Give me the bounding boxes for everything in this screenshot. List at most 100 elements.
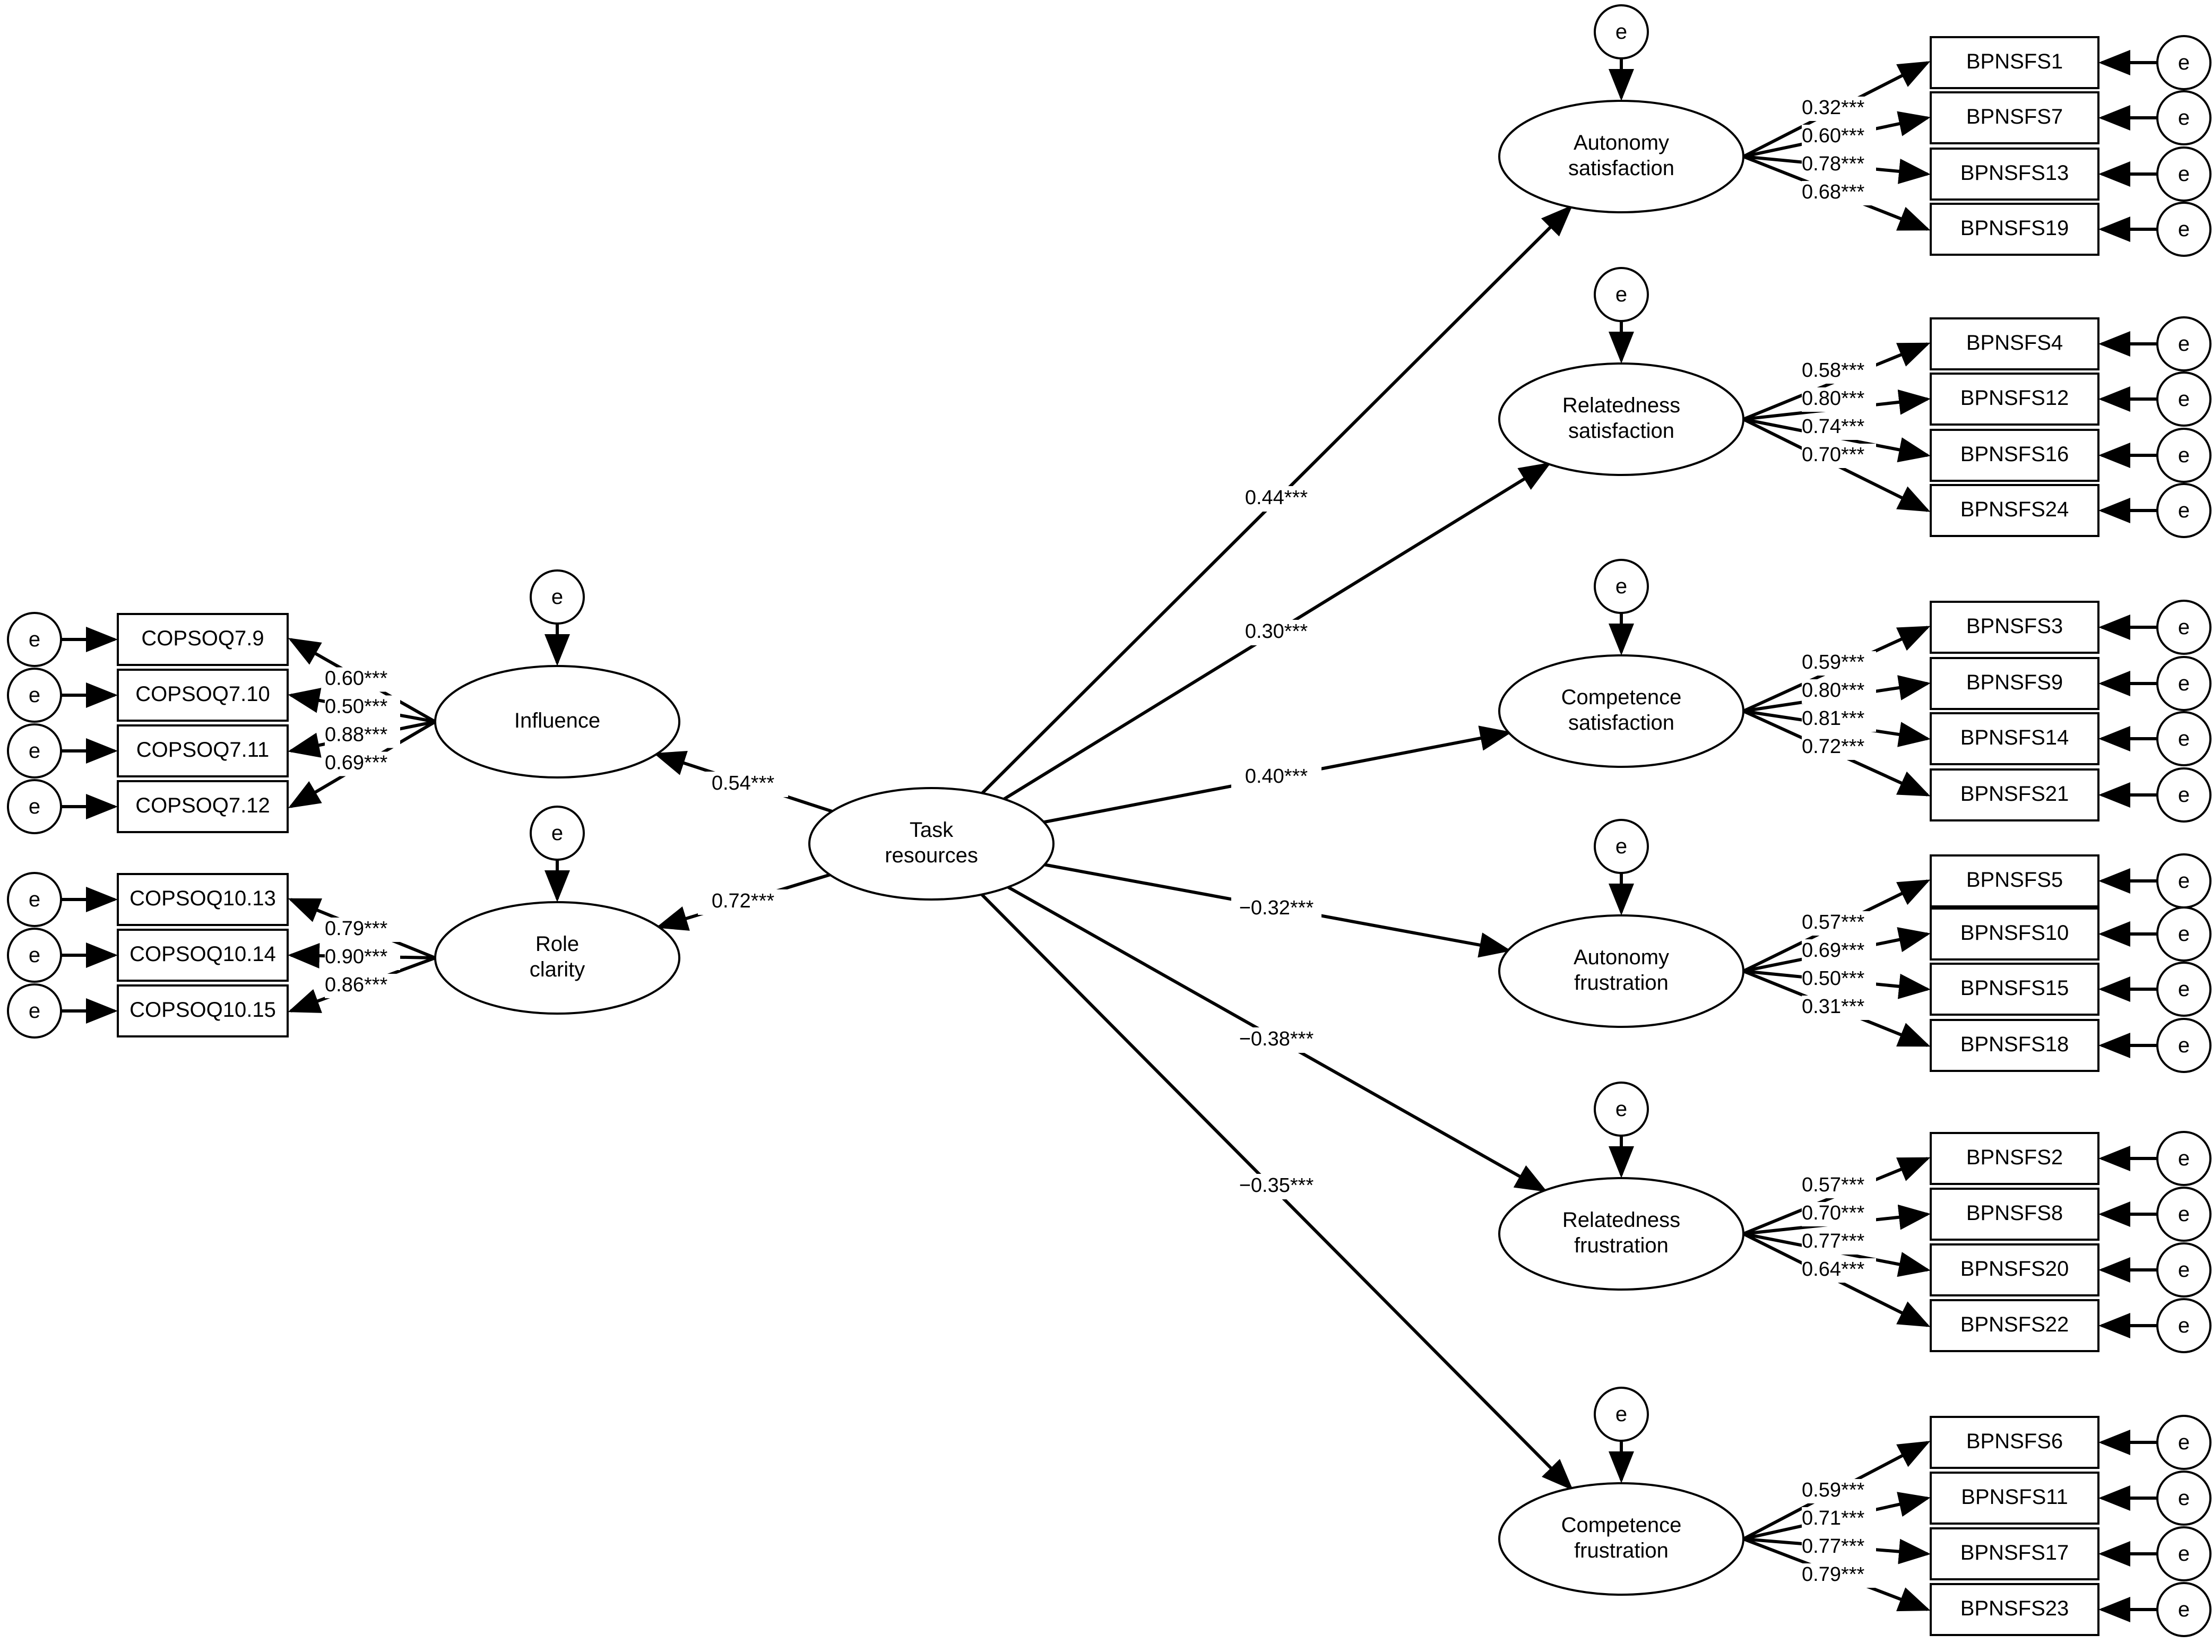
disturbance-influence	[530, 569, 585, 625]
error-BPNSFS6	[2156, 1415, 2211, 1470]
coef-bg-rel_sat	[1231, 620, 1321, 645]
loading-bg-BPNSFS5	[1802, 911, 1876, 936]
disturbance-rel_sat	[1594, 267, 1649, 322]
indicator-BPNSFS22-label: BPNSFS22	[1960, 1313, 2069, 1336]
indicator-COPSOQ10.13	[117, 873, 289, 926]
indicator-COPSOQ7.11	[117, 724, 289, 777]
error-COPSOQ7.12-label: e	[29, 795, 40, 818]
coef-bg-role	[698, 889, 788, 915]
indicator-COPSOQ7.9	[117, 613, 289, 666]
indicator-BPNSFS7	[1930, 91, 2099, 144]
loading-BPNSFS20: 0.77***	[1802, 1230, 1865, 1252]
loading-COPSOQ7.11: 0.88***	[325, 724, 388, 746]
error-COPSOQ10.14	[7, 928, 62, 983]
loading-BPNSFS18: 0.31***	[1802, 996, 1865, 1018]
indicator-BPNSFS21	[1930, 768, 2099, 821]
latent-com_fru	[1498, 1482, 1744, 1596]
latent-aut_sat	[1498, 100, 1744, 213]
error-COPSOQ10.13	[7, 872, 62, 927]
error-BPNSFS1-label: e	[2178, 51, 2190, 74]
error-BPNSFS1	[2156, 35, 2211, 90]
loading-bg-BPNSFS12	[1802, 387, 1876, 412]
indicator-BPNSFS11	[1930, 1472, 2099, 1525]
indicator-BPNSFS6	[1930, 1416, 2099, 1469]
coef-role: 0.72***	[712, 890, 775, 912]
edges-layer	[61, 50, 2157, 1622]
disturbance-rel_fru-label: e	[1615, 1097, 1627, 1121]
error-BPNSFS23-label: e	[2178, 1598, 2190, 1621]
loading-BPNSFS7: 0.60***	[1802, 125, 1865, 147]
error-BPNSFS14-label: e	[2178, 727, 2190, 750]
latent-task	[808, 787, 1055, 901]
coef-bg-influence	[698, 772, 788, 797]
loading-BPNSFS9: 0.80***	[1802, 679, 1865, 702]
disturbance-com_sat	[1594, 559, 1649, 614]
latent-rel_fru	[1498, 1177, 1744, 1291]
error-BPNSFS11	[2156, 1471, 2211, 1526]
disturbance-com_fru-label: e	[1615, 1403, 1627, 1426]
loading-COPSOQ7.12: 0.69***	[325, 752, 388, 774]
indicator-BPNSFS5	[1930, 854, 2099, 907]
coef-bg-rel_fru	[1231, 1027, 1321, 1053]
error-BPNSFS5-label: e	[2178, 869, 2190, 893]
indicator-BPNSFS19	[1930, 203, 2099, 256]
indicator-BPNSFS1-label: BPNSFS1	[1966, 50, 2063, 73]
error-BPNSFS20	[2156, 1242, 2211, 1298]
error-BPNSFS18	[2156, 1018, 2211, 1073]
error-COPSOQ7.10-label: e	[29, 684, 40, 707]
error-BPNSFS17-label: e	[2178, 1542, 2190, 1565]
disturbance-role-label: e	[551, 821, 563, 845]
error-BPNSFS14	[2156, 711, 2211, 766]
error-BPNSFS9	[2156, 656, 2211, 711]
loading-BPNSFS13: 0.78***	[1802, 153, 1865, 175]
loading-bg-COPSOQ7.12	[325, 751, 400, 776]
error-BPNSFS3-label: e	[2178, 616, 2190, 639]
error-BPNSFS16	[2156, 428, 2211, 483]
error-COPSOQ7.11-label: e	[29, 739, 40, 763]
loading-BPNSFS12: 0.80***	[1802, 387, 1865, 410]
loading-bg-COPSOQ10.14	[325, 946, 400, 970]
error-BPNSFS24-label: e	[2178, 499, 2190, 522]
disturbance-rel_fru	[1594, 1082, 1649, 1137]
nodes-layer	[7, 4, 2211, 1637]
indicator-COPSOQ10.13-label: COPSOQ10.13	[129, 887, 276, 910]
loading-bg-BPNSFS19	[1802, 181, 1876, 205]
indicator-BPNSFS22	[1930, 1299, 2099, 1352]
disturbance-aut_fru	[1594, 819, 1649, 874]
indicator-BPNSFS18	[1930, 1019, 2099, 1072]
disturbance-aut_fru-label: e	[1615, 835, 1627, 858]
loading-bg-BPNSFS9	[1802, 679, 1876, 704]
error-BPNSFS8	[2156, 1187, 2211, 1242]
coef-bg-aut_fru	[1231, 896, 1321, 922]
loading-bg-COPSOQ7.9	[325, 667, 400, 692]
coef-rel_sat: 0.30***	[1245, 620, 1308, 643]
indicator-COPSOQ7.12	[117, 780, 289, 833]
disturbance-influence-label: e	[551, 585, 563, 609]
loading-BPNSFS11: 0.71***	[1802, 1507, 1865, 1529]
loading-bg-BPNSFS1	[1802, 97, 1876, 121]
error-BPNSFS22-label: e	[2178, 1314, 2190, 1337]
loading-BPNSFS22: 0.64***	[1802, 1258, 1865, 1281]
indicator-COPSOQ10.15	[117, 984, 289, 1037]
loading-BPNSFS6: 0.59***	[1802, 1479, 1865, 1501]
loading-bg-BPNSFS21	[1802, 736, 1876, 760]
loading-bg-BPNSFS16	[1802, 416, 1876, 440]
error-COPSOQ10.15-label: e	[29, 999, 40, 1023]
indicator-BPNSFS9-label: BPNSFS9	[1966, 671, 2063, 694]
coef-bg-aut_sat	[1231, 486, 1321, 512]
indicator-BPNSFS16-label: BPNSFS16	[1960, 443, 2069, 466]
indicator-BPNSFS24-label: BPNSFS24	[1960, 498, 2069, 521]
loading-BPNSFS16: 0.74***	[1802, 416, 1865, 438]
indicator-BPNSFS20	[1930, 1243, 2099, 1296]
indicator-COPSOQ7.10	[117, 669, 289, 722]
indicator-BPNSFS15	[1930, 963, 2099, 1016]
error-BPNSFS19	[2156, 202, 2211, 257]
loading-BPNSFS14: 0.81***	[1802, 707, 1865, 730]
error-BPNSFS16-label: e	[2178, 444, 2190, 467]
error-BPNSFS19-label: e	[2178, 218, 2190, 241]
loading-bg-BPNSFS11	[1802, 1507, 1876, 1532]
loading-bg-BPNSFS22	[1802, 1258, 1876, 1283]
loading-BPNSFS4: 0.58***	[1802, 359, 1865, 382]
